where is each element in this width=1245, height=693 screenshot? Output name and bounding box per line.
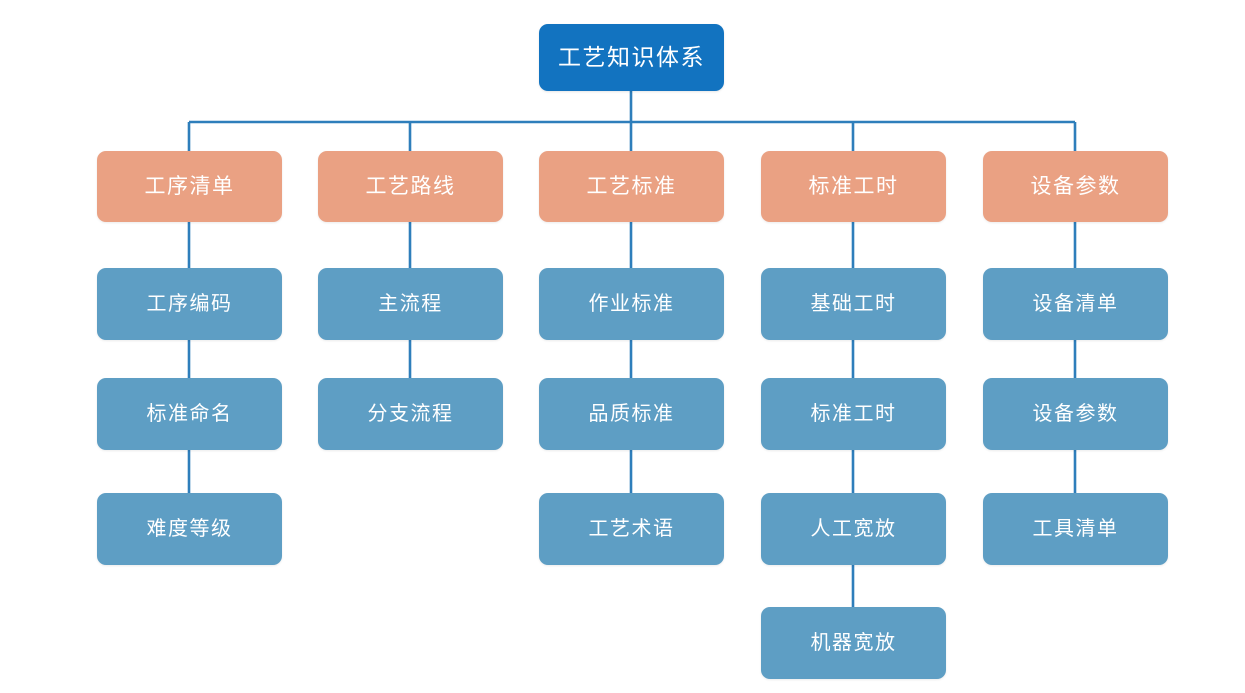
node-branch-4-child-3-label: 人工宽放 (810, 518, 897, 540)
node-branch-5-child-3-label: 工具清单 (1032, 518, 1119, 540)
node-branch-2-child-1[interactable]: 主流程 (318, 268, 503, 340)
node-branch-1[interactable]: 工序清单 (97, 151, 282, 222)
node-branch-3-child-3[interactable]: 工艺术语 (539, 493, 724, 565)
node-branch-1-child-1[interactable]: 工序编码 (97, 268, 282, 340)
node-branch-4-child-4[interactable]: 机器宽放 (761, 607, 946, 679)
node-branch-3-child-2-label: 品质标准 (588, 403, 675, 425)
node-branch-1-child-2[interactable]: 标准命名 (97, 378, 282, 450)
node-branch-5-child-1-label: 设备清单 (1032, 293, 1119, 315)
node-branch-5-child-1[interactable]: 设备清单 (983, 268, 1168, 340)
node-branch-5-child-2[interactable]: 设备参数 (983, 378, 1168, 450)
node-branch-5-label: 设备参数 (1030, 174, 1121, 198)
node-branch-5[interactable]: 设备参数 (983, 151, 1168, 222)
node-branch-2-child-2-label: 分支流程 (367, 403, 454, 425)
node-branch-3-child-1-label: 作业标准 (588, 293, 675, 315)
node-branch-5-child-2-label: 设备参数 (1032, 403, 1119, 425)
node-branch-3[interactable]: 工艺标准 (539, 151, 724, 222)
node-branch-4-child-4-label: 机器宽放 (810, 632, 897, 654)
node-branch-4-child-1[interactable]: 基础工时 (761, 268, 946, 340)
node-branch-1-child-1-label: 工序编码 (146, 293, 233, 315)
node-branch-4-child-2[interactable]: 标准工时 (761, 378, 946, 450)
node-branch-2-child-2[interactable]: 分支流程 (318, 378, 503, 450)
node-branch-5-child-3[interactable]: 工具清单 (983, 493, 1168, 565)
node-branch-2-child-1-label: 主流程 (378, 293, 443, 315)
node-branch-1-child-2-label: 标准命名 (146, 403, 233, 425)
node-branch-4-child-2-label: 标准工时 (810, 403, 897, 425)
node-branch-3-child-3-label: 工艺术语 (588, 518, 675, 540)
node-branch-4-child-1-label: 基础工时 (810, 293, 897, 315)
node-branch-4[interactable]: 标准工时 (761, 151, 946, 222)
node-branch-1-label: 工序清单 (144, 174, 235, 198)
node-branch-3-label: 工艺标准 (586, 174, 677, 198)
node-branch-1-child-3-label: 难度等级 (146, 518, 233, 540)
node-branch-2-label: 工艺路线 (365, 174, 456, 198)
node-branch-4-child-3[interactable]: 人工宽放 (761, 493, 946, 565)
node-branch-3-child-2[interactable]: 品质标准 (539, 378, 724, 450)
node-branch-2[interactable]: 工艺路线 (318, 151, 503, 222)
node-branch-4-label: 标准工时 (808, 174, 899, 198)
node-branch-3-child-1[interactable]: 作业标准 (539, 268, 724, 340)
node-root-label: 工艺知识体系 (558, 43, 705, 70)
node-branch-1-child-3[interactable]: 难度等级 (97, 493, 282, 565)
node-root[interactable]: 工艺知识体系 (539, 24, 724, 91)
